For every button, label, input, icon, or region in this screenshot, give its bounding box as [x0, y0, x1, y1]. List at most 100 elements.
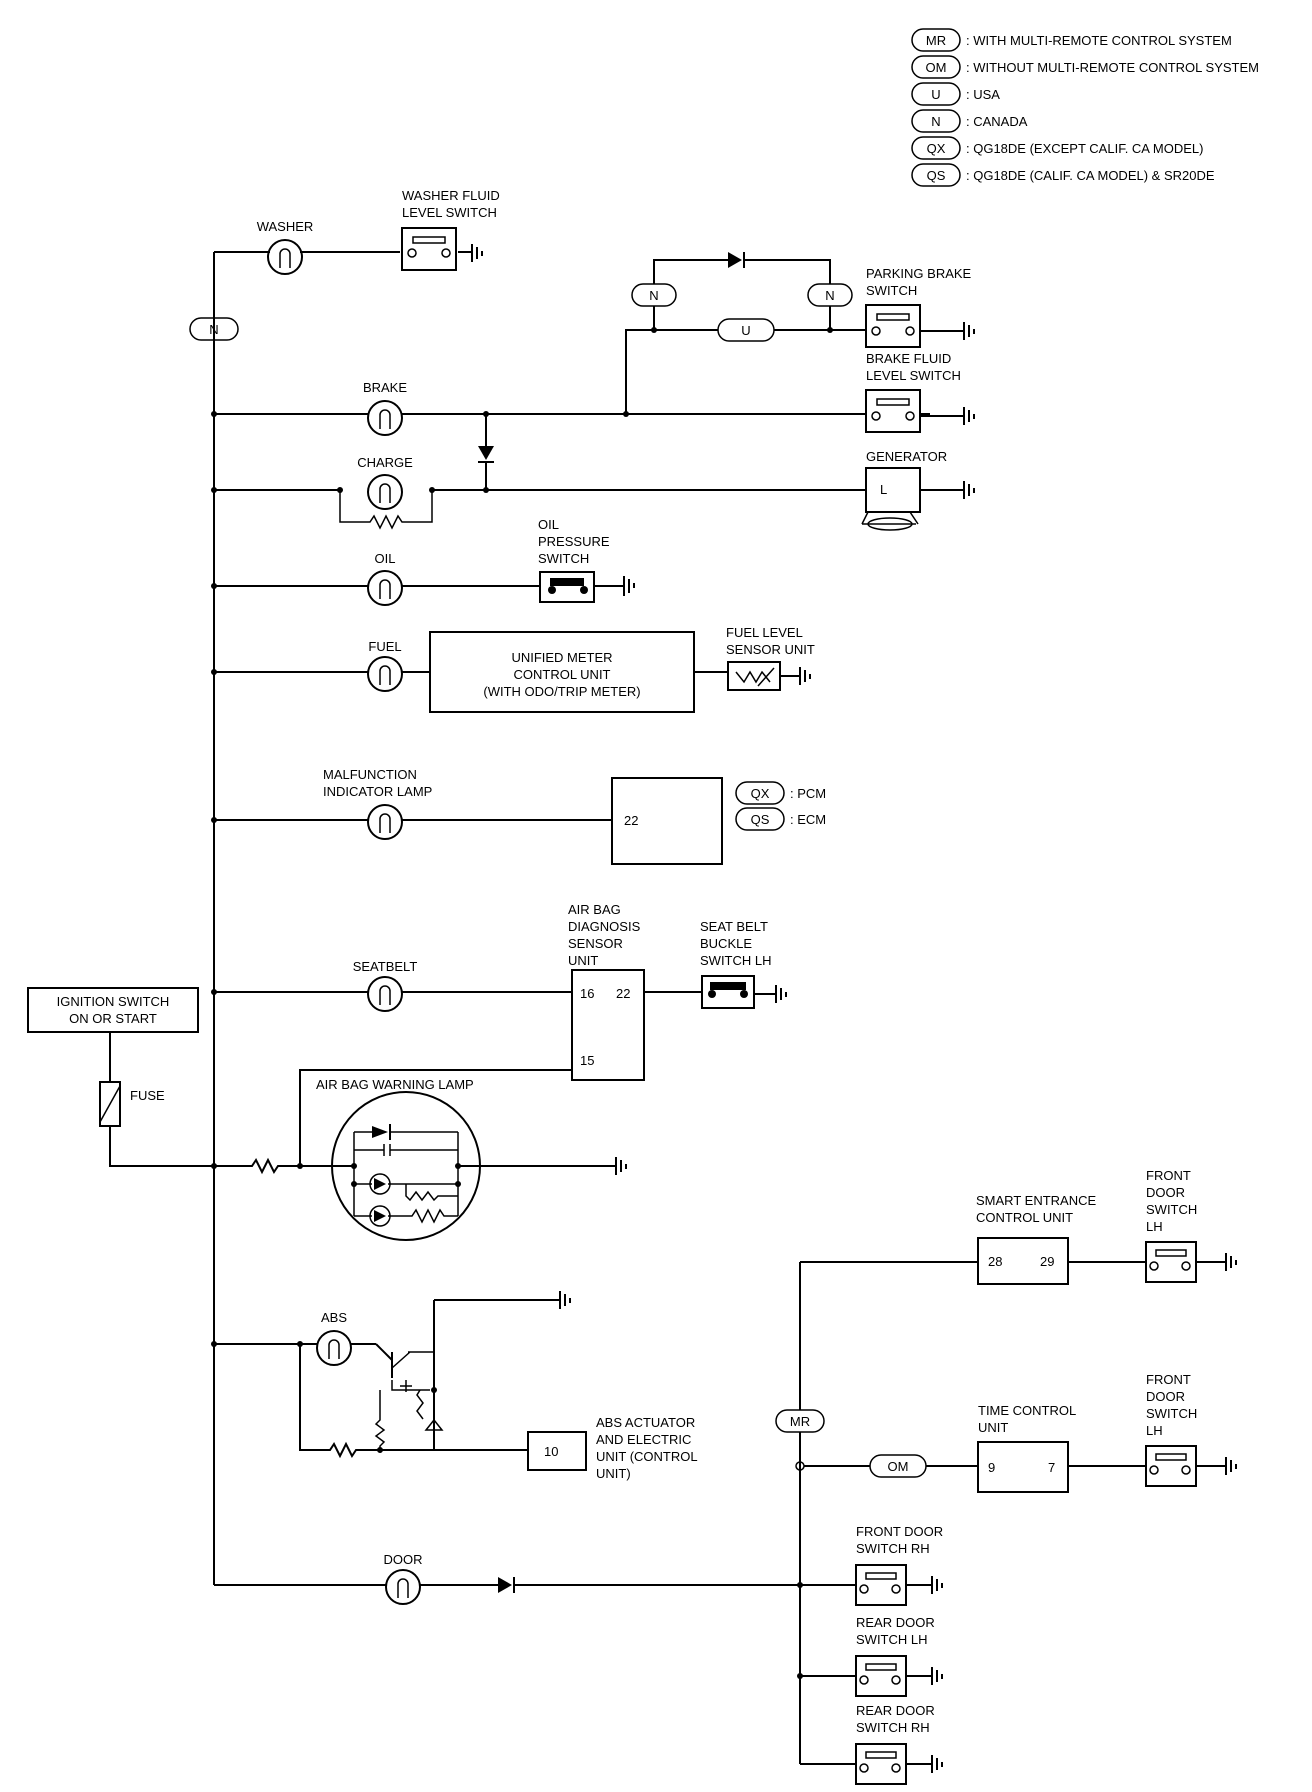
- svg-text:SEAT BELT: SEAT BELT: [700, 919, 768, 934]
- svg-text:N: N: [209, 322, 218, 337]
- ground-icon: [780, 667, 811, 685]
- svg-text:UNIT: UNIT: [568, 953, 598, 968]
- svg-text:FRONT: FRONT: [1146, 1372, 1191, 1387]
- svg-text:BRAKE FLUID: BRAKE FLUID: [866, 351, 951, 366]
- svg-text:FRONT DOOR: FRONT DOOR: [856, 1524, 943, 1539]
- svg-text:AND ELECTRIC: AND ELECTRIC: [596, 1432, 691, 1447]
- svg-text:PARKING BRAKE: PARKING BRAKE: [866, 266, 972, 281]
- svg-text:SENSOR UNIT: SENSOR UNIT: [726, 642, 815, 657]
- svg-text:ABS: ABS: [321, 1310, 347, 1325]
- connector-n-left: N: [631, 283, 677, 307]
- fuel-circuit: FUEL UNIFIED METER CONTROL UNIT (WITH OD…: [211, 625, 815, 713]
- svg-text:WASHER FLUID: WASHER FLUID: [402, 188, 500, 203]
- legend: MR : WITH MULTI-REMOTE CONTROL SYSTEM OM…: [911, 28, 1259, 187]
- ground-icon: [906, 1667, 943, 1685]
- charge-circuit: CHARGE L GENERATOR: [211, 449, 975, 531]
- svg-text:UNIT): UNIT): [596, 1466, 631, 1481]
- connector-n-main: N: [189, 317, 239, 341]
- svg-text:REAR DOOR: REAR DOOR: [856, 1615, 935, 1630]
- svg-text:IGNITION SWITCH: IGNITION SWITCH: [57, 994, 170, 1009]
- ecm-pcm-unit: [611, 777, 723, 865]
- legend-row-qs: QS : QG18DE (CALIF. CA MODEL) & SR20DE: [911, 163, 1215, 187]
- svg-text:ABS ACTUATOR: ABS ACTUATOR: [596, 1415, 695, 1430]
- svg-text:SWITCH: SWITCH: [1146, 1202, 1197, 1217]
- oil-lamp-icon: [367, 570, 403, 606]
- brake-fluid-switch: [865, 389, 921, 433]
- svg-text:OIL: OIL: [375, 551, 396, 566]
- svg-text:PRESSURE: PRESSURE: [538, 534, 610, 549]
- svg-text:CHARGE: CHARGE: [357, 455, 413, 470]
- svg-text:BRAKE: BRAKE: [363, 380, 407, 395]
- svg-text:SWITCH RH: SWITCH RH: [856, 1541, 930, 1556]
- legend-row-n: N : CANADA: [911, 109, 1028, 133]
- parking-brake-switch: [865, 304, 921, 348]
- abs-lamp-icon: [316, 1330, 352, 1366]
- svg-text:29: 29: [1040, 1254, 1054, 1269]
- svg-text:DOOR: DOOR: [1146, 1389, 1185, 1404]
- svg-text:: WITHOUT MULTI-REMOTE CONTROL: : WITHOUT MULTI-REMOTE CONTROL SYSTEM: [966, 60, 1259, 75]
- svg-text:L: L: [880, 482, 887, 497]
- brake-circuit: BRAKE N N U PARKING BRAKE SWITCH: [211, 252, 975, 490]
- svg-text:DIAGNOSIS: DIAGNOSIS: [568, 919, 641, 934]
- svg-text:FUEL: FUEL: [368, 639, 401, 654]
- svg-text:CONTROL UNIT: CONTROL UNIT: [513, 667, 610, 682]
- svg-text:28: 28: [988, 1254, 1002, 1269]
- svg-text:SWITCH: SWITCH: [866, 283, 917, 298]
- door-circuit: DOOR MR OM 28 29 SMART ENTRANCE CONTROL …: [214, 1168, 1237, 1785]
- svg-text:: PCM: : PCM: [790, 786, 826, 801]
- svg-text:UNIT (CONTROL: UNIT (CONTROL: [596, 1449, 698, 1464]
- svg-text:7: 7: [1048, 1460, 1055, 1475]
- brake-lamp-icon: [367, 400, 403, 436]
- svg-text:UNIFIED METER: UNIFIED METER: [511, 650, 612, 665]
- mil-lamp-icon: [367, 804, 403, 840]
- svg-text:QS: QS: [927, 168, 946, 183]
- ground-icon: [906, 1755, 943, 1773]
- svg-text:OIL: OIL: [538, 517, 559, 532]
- seatbelt-lamp-icon: [367, 976, 403, 1012]
- svg-text:N: N: [825, 288, 834, 303]
- svg-text:SWITCH: SWITCH: [1146, 1406, 1197, 1421]
- svg-text:DOOR: DOOR: [384, 1552, 423, 1567]
- svg-text:16: 16: [580, 986, 594, 1001]
- qx-variant: QX : PCM: [735, 781, 826, 805]
- svg-text:9: 9: [988, 1460, 995, 1475]
- ground-icon: [1196, 1457, 1237, 1475]
- abs-circuit: ABS 10 ABS ACTUATOR AND ELECTRIC UNIT (C…: [211, 1291, 698, 1481]
- qs-variant: QS : ECM: [735, 807, 826, 831]
- svg-text:CONTROL UNIT: CONTROL UNIT: [976, 1210, 1073, 1225]
- washer-label: WASHER: [257, 219, 314, 234]
- svg-text:SWITCH LH: SWITCH LH: [700, 953, 772, 968]
- legend-row-qx: QX : QG18DE (EXCEPT CALIF. CA MODEL): [911, 136, 1203, 160]
- ground-icon: [754, 985, 787, 1003]
- svg-text:22: 22: [616, 986, 630, 1001]
- svg-text:GENERATOR: GENERATOR: [866, 449, 947, 464]
- svg-text:SWITCH RH: SWITCH RH: [856, 1720, 930, 1735]
- smart-entrance-control-unit: [977, 1237, 1069, 1285]
- svg-text:SEATBELT: SEATBELT: [353, 959, 418, 974]
- svg-text:LEVEL SWITCH: LEVEL SWITCH: [402, 205, 497, 220]
- svg-text:INDICATOR LAMP: INDICATOR LAMP: [323, 784, 432, 799]
- generator: [865, 467, 921, 513]
- time-control-unit: [977, 1441, 1069, 1493]
- connector-u: U: [717, 318, 775, 342]
- mil-circuit: MALFUNCTION INDICATOR LAMP 22 QX : PCM Q…: [211, 767, 826, 865]
- svg-text:: QG18DE (EXCEPT CALIF. CA MOD: : QG18DE (EXCEPT CALIF. CA MODEL): [966, 141, 1203, 156]
- fuel-level-sensor: [727, 661, 781, 691]
- svg-text:FUEL LEVEL: FUEL LEVEL: [726, 625, 803, 640]
- svg-text:N: N: [649, 288, 658, 303]
- svg-text:: QG18DE (CALIF. CA MODEL) & S: : QG18DE (CALIF. CA MODEL) & SR20DE: [966, 168, 1215, 183]
- ground-icon: [1196, 1253, 1237, 1271]
- airbag-warning-circuit: AIR BAG WARNING LAMP: [211, 1069, 627, 1241]
- connector-n-right: N: [807, 283, 853, 307]
- svg-text:N: N: [931, 114, 940, 129]
- svg-text:BUCKLE: BUCKLE: [700, 936, 752, 951]
- charge-lamp-icon: [367, 474, 403, 510]
- svg-text:(WITH ODO/TRIP METER): (WITH ODO/TRIP METER): [483, 684, 640, 699]
- svg-text:REAR DOOR: REAR DOOR: [856, 1703, 935, 1718]
- svg-text:: WITH MULTI-REMOTE CONTROL SY: : WITH MULTI-REMOTE CONTROL SYSTEM: [966, 33, 1232, 48]
- svg-text:LH: LH: [1146, 1423, 1163, 1438]
- svg-text:OM: OM: [926, 60, 947, 75]
- seatbelt-circuit: SEATBELT 16 22 15 AIR BAG DIAGNOSIS SENS…: [211, 902, 787, 1081]
- svg-text:FRONT: FRONT: [1146, 1168, 1191, 1183]
